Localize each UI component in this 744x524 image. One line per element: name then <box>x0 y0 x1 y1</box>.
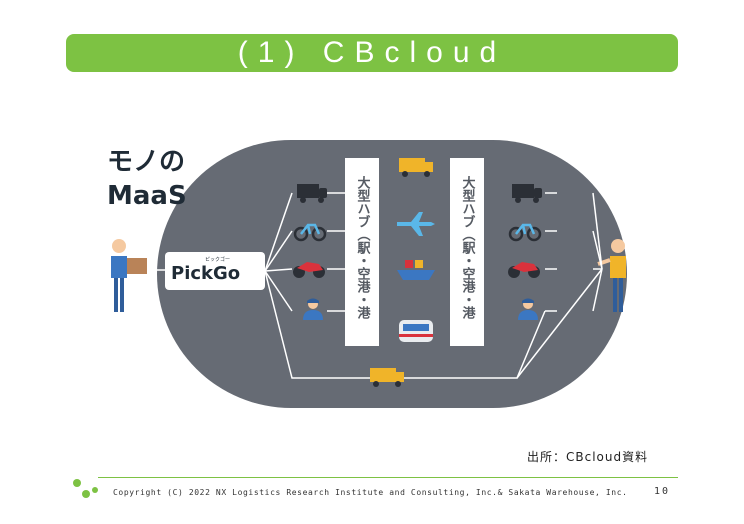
bottom-freight-truck-icon <box>370 368 404 387</box>
maas-oval <box>157 140 627 408</box>
slide-title: (1) CBcloud <box>237 36 507 69</box>
figure-heading-line1: モノの <box>107 147 185 177</box>
maas-diagram: モノの MaaS PickGo ピックゴー 大型ハブ（駅・空港・港 大型ハブ（駅… <box>107 140 627 408</box>
pickgo-logo <box>165 252 265 290</box>
receiver-person-icon <box>597 239 626 312</box>
copyright-text: Copyright (C) 2022 NX Logistics Research… <box>113 488 628 497</box>
hub-label-right: 大型ハブ（駅・空港・港 <box>460 175 477 320</box>
train-icon <box>399 320 433 342</box>
freight-truck-icon <box>399 158 433 177</box>
sender-person-icon <box>111 239 147 312</box>
source-note: 出所：CBcloud資料 <box>527 450 649 464</box>
footer-divider <box>98 477 678 478</box>
pickgo-logo-text: PickGo <box>171 263 240 284</box>
hub-panel-right <box>450 158 484 346</box>
airplane-icon <box>397 212 435 236</box>
company-logo-icon <box>73 479 98 498</box>
ship-icon <box>397 260 435 280</box>
page-number: 10 <box>654 486 671 497</box>
pickgo-logo-ruby: ピックゴー <box>205 256 230 263</box>
hub-label-left: 大型ハブ（駅・空港・港 <box>355 175 372 320</box>
title-bar: (1) CBcloud <box>66 34 678 72</box>
hub-panel-left <box>345 158 379 346</box>
figure-heading-line2: MaaS <box>107 181 187 211</box>
